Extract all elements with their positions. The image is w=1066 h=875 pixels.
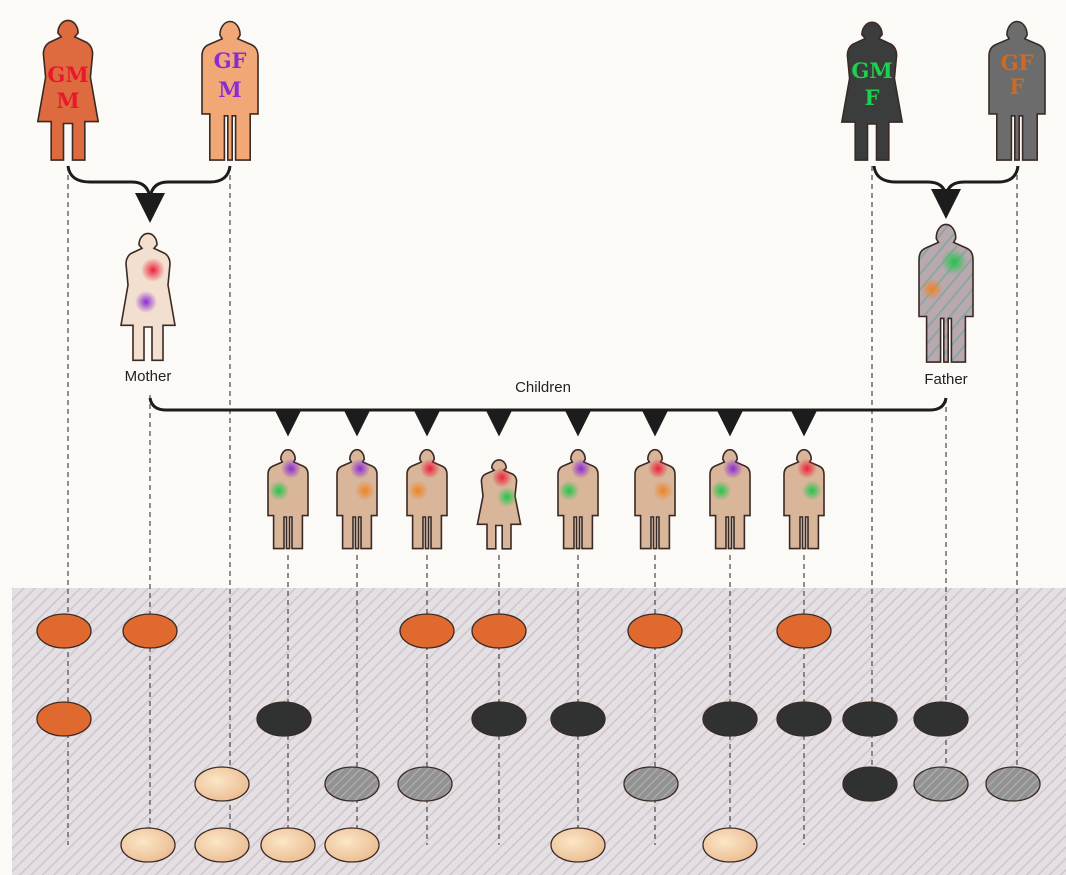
maternal-grandfather-line1: GF (214, 48, 247, 73)
chromosome-oval-r2-6 (776, 701, 832, 737)
chromosome-oval-r4-2 (194, 827, 250, 863)
mother-label: Mother (125, 368, 172, 385)
maternal-bracket (66, 165, 232, 199)
paternal-grandmother-figure (840, 21, 904, 161)
child-5-spot-top (571, 458, 591, 479)
chromosome-oval-r3-3 (397, 766, 453, 802)
child-8-spot-top (797, 458, 817, 479)
mother-spot-purple (135, 291, 157, 313)
mother-spot-red (141, 258, 165, 282)
child-1-spot-top (281, 458, 301, 479)
paternal-grandmother-line1: GM (851, 58, 892, 83)
chromosome-oval-r3-6 (913, 766, 969, 802)
child-3-spot-bottom (408, 480, 428, 501)
chromosome-oval-r4-3 (260, 827, 316, 863)
maternal-grandmother-badge: GM M (47, 62, 88, 113)
chromosome-ovals (36, 613, 1041, 863)
paternal-grandfather-line2: F (1010, 74, 1025, 99)
child-8-spot-bottom (802, 480, 822, 501)
child-1-spot-bottom (269, 480, 289, 501)
paternal-grandfather-badge: GF F (1001, 50, 1034, 99)
paternal-grandmother-line2: F (865, 85, 880, 110)
chromosome-oval-r2-5 (702, 701, 758, 737)
paternal-grandfather-figure (988, 20, 1046, 161)
father-spot-orange (921, 278, 943, 300)
descent-brackets (66, 165, 1020, 437)
chromosome-oval-r2-3 (471, 701, 527, 737)
chromosome-oval-r4-4 (324, 827, 380, 863)
child-7-spot-bottom (711, 480, 731, 501)
child-5-spot-bottom (559, 480, 579, 501)
inheritance-guides (67, 166, 1018, 845)
chromosome-oval-r1-2 (122, 613, 178, 649)
child-2-spot-top (350, 458, 370, 479)
paternal-grandmother-badge: GM F (851, 58, 892, 110)
people-group (36, 19, 1046, 550)
maternal-grandmother-line1: GM (47, 62, 88, 87)
chromosome-oval-r2-2 (256, 701, 312, 737)
maternal-grandmother-line2: M (56, 88, 79, 113)
paternal-bracket (872, 165, 1020, 197)
chromosome-oval-r4-6 (702, 827, 758, 863)
maternal-grandfather-badge: GF M (214, 48, 247, 102)
child-6-spot-bottom (653, 480, 673, 501)
chromosome-oval-r2-1 (36, 701, 92, 737)
chromosome-oval-r3-5 (842, 766, 898, 802)
children-bracket (148, 397, 948, 412)
maternal-grandfather-line2: M (218, 77, 241, 102)
paternal-grandfather-line1: GF (1001, 50, 1034, 75)
father-label: Father (924, 371, 967, 388)
child-2-spot-bottom (355, 480, 375, 501)
chromosome-oval-r2-4 (550, 701, 606, 737)
chromosome-oval-r1-1 (36, 613, 92, 649)
chromosome-oval-r1-6 (776, 613, 832, 649)
chromosome-oval-r1-3 (399, 613, 455, 649)
chromosome-oval-r3-1 (194, 766, 250, 802)
chromosome-band (12, 588, 1066, 875)
father-spot-green (941, 249, 967, 275)
chromosome-oval-r2-7 (842, 701, 898, 737)
child-4-spot-bottom (497, 487, 517, 508)
chromosome-oval-r2-8 (913, 701, 969, 737)
chromosome-oval-r3-2 (324, 766, 380, 802)
chromosome-oval-r4-1 (120, 827, 176, 863)
child-6-spot-top (648, 458, 668, 479)
maternal-grandmother-figure (36, 19, 100, 161)
child-3-spot-top (420, 458, 440, 479)
chromosome-oval-r3-4 (623, 766, 679, 802)
child-4-spot-top (492, 467, 512, 488)
children-label: Children (515, 379, 571, 396)
chromosome-oval-r4-5 (550, 827, 606, 863)
chromosome-oval-r1-4 (471, 613, 527, 649)
child-7-spot-top (723, 458, 743, 479)
maternal-grandfather-figure (201, 20, 259, 161)
chromosome-oval-r3-7 (985, 766, 1041, 802)
chromosome-oval-r1-5 (627, 613, 683, 649)
